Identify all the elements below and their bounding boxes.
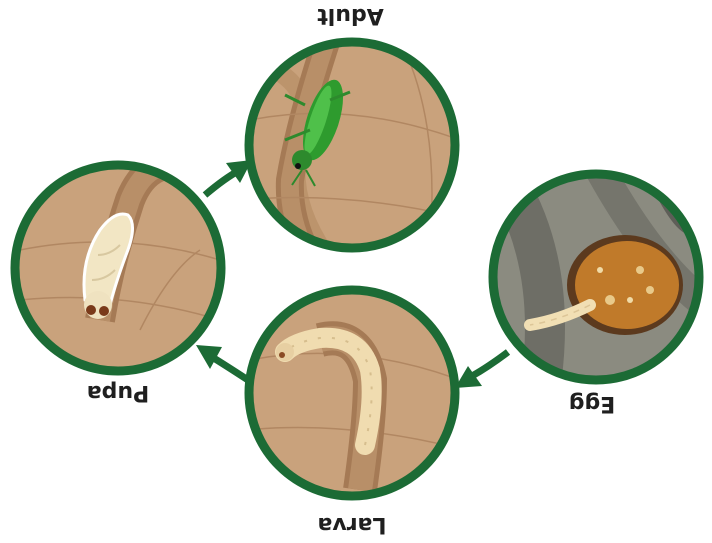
stage-adult: Adult (240, 3, 470, 260)
arrow-pupa-to-adult (205, 160, 252, 195)
arrow-egg-to-larva (455, 352, 508, 388)
stage-pupa: Pupa (10, 160, 230, 405)
stage-label-adult: Adult (317, 3, 384, 28)
arrow-larva-to-pupa (196, 345, 248, 380)
stage-label-egg: Egg (569, 391, 616, 416)
stage-larva: Larva (240, 285, 470, 537)
stage-egg: Egg (485, 165, 710, 416)
stage-label-pupa: Pupa (87, 380, 149, 405)
stage-label-larva: Larva (318, 512, 387, 537)
